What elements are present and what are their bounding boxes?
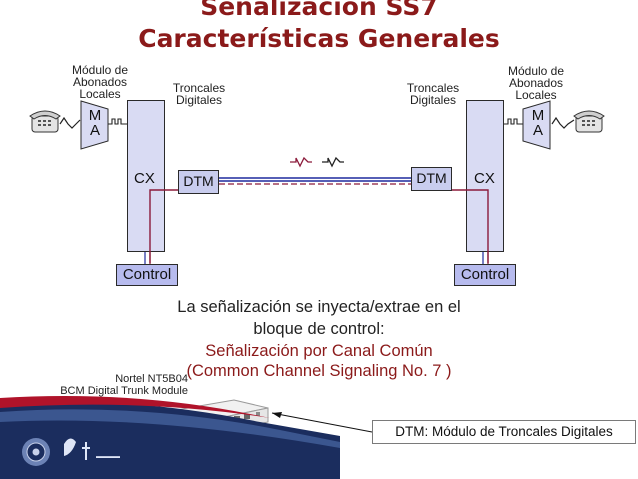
dtm-right-box: DTM (411, 167, 452, 191)
control-left-box: Control (116, 264, 178, 286)
analog-wave-icon (59, 116, 81, 129)
telephone-icon (573, 110, 605, 133)
main-text-line4: (Common Channel Signaling No. 7 ) (186, 362, 452, 380)
digital-pulse-icon (108, 118, 127, 125)
dtm-callout: DTM: Módulo de Troncales Digitales (372, 420, 636, 444)
main-text-line2: bloque de control: (253, 320, 385, 338)
dtm-left-box: DTM (178, 170, 219, 194)
switch-left (127, 100, 165, 252)
slide-title: Señalización SS7 (200, 0, 438, 21)
cx-left-label: CX (134, 170, 155, 187)
telephone-icon (29, 110, 61, 133)
faculty-logo: ▬▬▬▬ (64, 438, 120, 460)
svg-text:▬▬▬▬: ▬▬▬▬ (96, 454, 120, 460)
signal-wave-icon (290, 156, 312, 168)
university-seal-logo (22, 438, 50, 466)
footer-band: ▬▬▬▬ (0, 396, 340, 479)
signal-wave-icon (322, 156, 344, 168)
cx-right-label: CX (474, 170, 495, 187)
digital-pulse-icon (504, 118, 523, 125)
main-text-line3: Señalización por Canal Común (205, 342, 433, 360)
control-right-box: Control (454, 264, 516, 286)
slide-subtitle: Características Generales (138, 24, 500, 53)
main-text-line1: La señalización se inyecta/extrae en el (177, 298, 461, 316)
switch-right (466, 100, 504, 252)
analog-wave-icon (551, 116, 575, 129)
